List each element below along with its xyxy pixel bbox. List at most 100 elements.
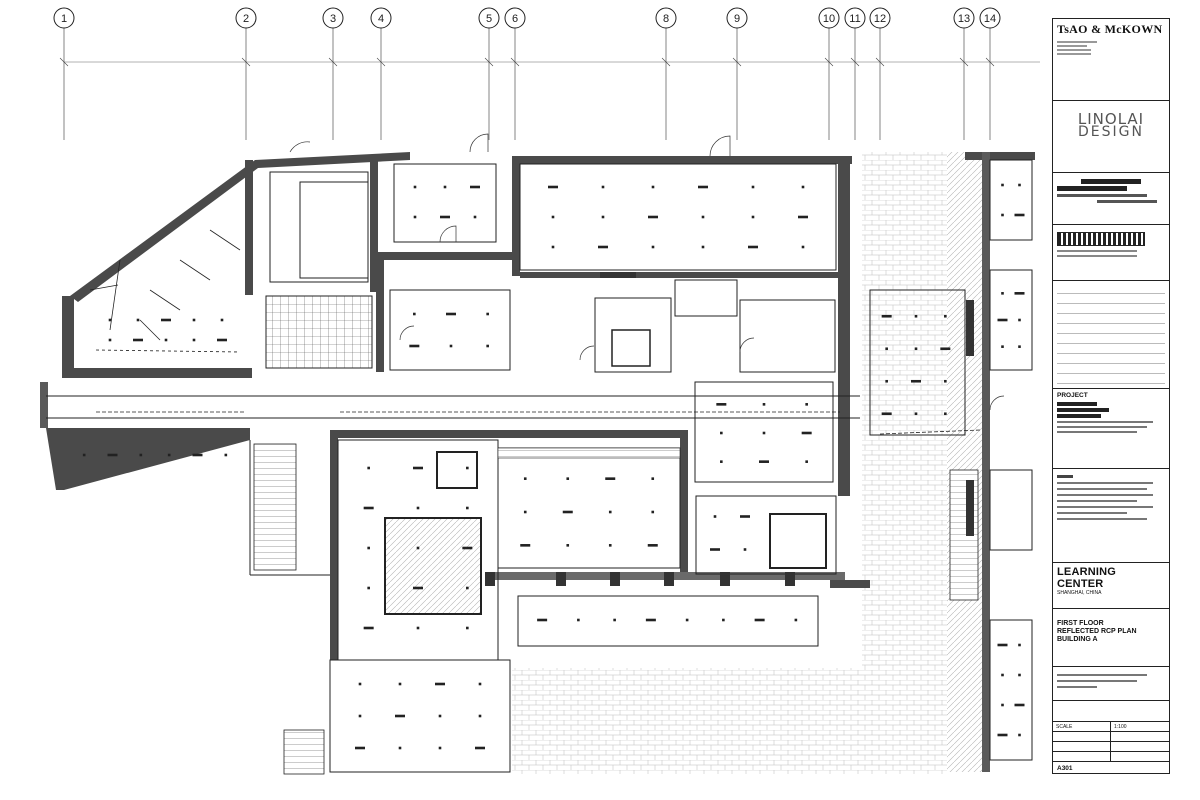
ceiling-light-fixture — [1001, 703, 1004, 707]
ceiling-light-fixture — [759, 460, 769, 463]
ceiling-light-fixture — [367, 586, 370, 590]
ceiling-light-fixture — [367, 546, 370, 550]
ceiling-light-fixture — [885, 379, 888, 383]
ceiling-light-fixture — [997, 733, 1008, 737]
ceiling-light-fixture — [881, 314, 892, 318]
ceiling-light-fixture — [608, 510, 612, 514]
ceiling-light-fixture — [217, 338, 227, 342]
ceiling-light-fixture — [413, 586, 423, 590]
project-name-section: LEARNING CENTER SHANGHAI, CHINA — [1053, 563, 1169, 609]
ceiling-light-fixture — [651, 477, 655, 480]
grid-bubble-4: 4 — [370, 7, 392, 29]
ceiling-light-fixture — [748, 245, 758, 249]
ceiling-light-fixture — [1001, 345, 1004, 348]
ceiling-light-fixture — [486, 312, 489, 316]
skylight-panel — [384, 517, 482, 615]
ceiling-light-fixture — [413, 185, 417, 189]
bench-strip — [497, 447, 681, 459]
ceiling-grid-panel — [265, 295, 373, 369]
ceiling-light-fixture — [914, 412, 918, 416]
grid-bubble-2: 2 — [235, 7, 257, 29]
designer-logo-line1: LINOLAI — [1077, 110, 1145, 128]
grid-label: 2 — [243, 13, 249, 25]
ceiling-light-fixture — [486, 344, 489, 348]
drawing-title: FIRST FLOOR REFLECTED RCP PLAN BUILDING … — [1057, 620, 1137, 643]
grid-label: 11 — [849, 13, 860, 25]
ceiling-light-fixture — [720, 431, 723, 435]
revision-section — [1053, 281, 1169, 389]
project-name: LEARNING CENTER — [1057, 566, 1117, 590]
ceiling-light-fixture — [1014, 213, 1025, 217]
ceiling-light-fixture — [443, 185, 447, 189]
grid-bubble-10: 10 — [818, 7, 840, 29]
grid-bubble-12: 12 — [869, 7, 891, 29]
ceiling-light-fixture — [416, 626, 420, 630]
firm-section: TsAO & McKOWN — [1053, 19, 1169, 101]
ceiling-light-fixture — [192, 453, 203, 457]
ceiling-light-fixture — [466, 626, 469, 630]
column-grid-lines — [63, 28, 1040, 140]
ceiling-light-fixture — [161, 318, 171, 322]
consultant-section — [1053, 173, 1169, 225]
ceiling-light-fixture — [801, 431, 812, 435]
grid-label: 14 — [984, 13, 996, 25]
ceiling-light-fixture — [473, 215, 477, 219]
ceiling-light-fixture — [398, 746, 402, 750]
ceiling-light-fixture — [363, 506, 374, 510]
door-swings — [289, 133, 1005, 411]
firm-address-lines — [1057, 41, 1165, 55]
ceiling-light-fixture — [548, 185, 558, 189]
ceiling-light-fixture — [475, 746, 485, 750]
ceiling-light-fixture — [794, 618, 798, 622]
grid-label: 6 — [512, 13, 518, 25]
elevator-core-3 — [769, 513, 827, 569]
ceiling-light-fixture — [914, 347, 918, 351]
ceiling-light-fixture — [1014, 292, 1025, 295]
ceiling-light-fixture — [413, 312, 416, 316]
grid-bubble-8: 8 — [655, 7, 677, 29]
ceiling-light-fixture — [1018, 183, 1021, 187]
ceiling-light-fixture — [398, 682, 402, 686]
ceiling-light-fixture — [1001, 292, 1004, 295]
scale-value: 1:100 — [1111, 722, 1169, 732]
ceiling-light-fixture — [470, 185, 480, 189]
ceiling-light-fixture — [710, 548, 720, 551]
ceiling-light-fixture — [651, 245, 655, 249]
elevator-core-1 — [436, 451, 478, 489]
ceiling-light-fixture — [944, 379, 947, 383]
ceiling-light-fixture — [462, 546, 473, 550]
ceiling-light-fixture — [997, 318, 1008, 322]
ceiling-light-fixture — [944, 314, 947, 318]
grid-label: 12 — [874, 13, 886, 25]
ceiling-light-fixture — [698, 185, 708, 189]
ceiling-light-fixture — [478, 714, 482, 718]
grid-label: 13 — [958, 13, 970, 25]
project-heading: PROJECT — [1057, 392, 1088, 399]
ceiling-light-fixture — [651, 510, 655, 514]
ceiling-light-fixture — [940, 347, 951, 351]
ceiling-light-fixture — [601, 185, 605, 189]
sheet-number-section: A301 — [1053, 762, 1169, 773]
ceiling-light-fixture — [438, 714, 442, 718]
ceiling-light-fixture — [82, 453, 86, 457]
grid-bubble-9: 9 — [726, 7, 748, 29]
ceiling-light-fixture — [224, 453, 228, 457]
designer-logo-section: LINOLAI DESIGN — [1053, 101, 1169, 173]
ceiling-light-fixture — [108, 338, 112, 342]
ceiling-light-fixture — [358, 714, 362, 718]
grid-label: 4 — [378, 13, 384, 25]
plaza-paving — [512, 668, 950, 774]
ceiling-light-fixture — [885, 347, 888, 351]
grid-bubble-1: 1 — [53, 7, 75, 29]
project-location: SHANGHAI, CHINA — [1057, 590, 1102, 596]
grid-bubble-3: 3 — [322, 7, 344, 29]
ceiling-light-fixture — [944, 412, 947, 416]
ceiling-light-fixture — [1014, 703, 1025, 707]
ceiling-light-fixture — [997, 643, 1008, 647]
ceiling-light-fixture — [701, 245, 705, 249]
ceiling-light-fixture — [139, 453, 143, 457]
ceiling-light-fixture — [608, 544, 612, 547]
ceiling-light-fixture — [136, 318, 140, 322]
ceiling-light-fixture — [1001, 183, 1004, 187]
